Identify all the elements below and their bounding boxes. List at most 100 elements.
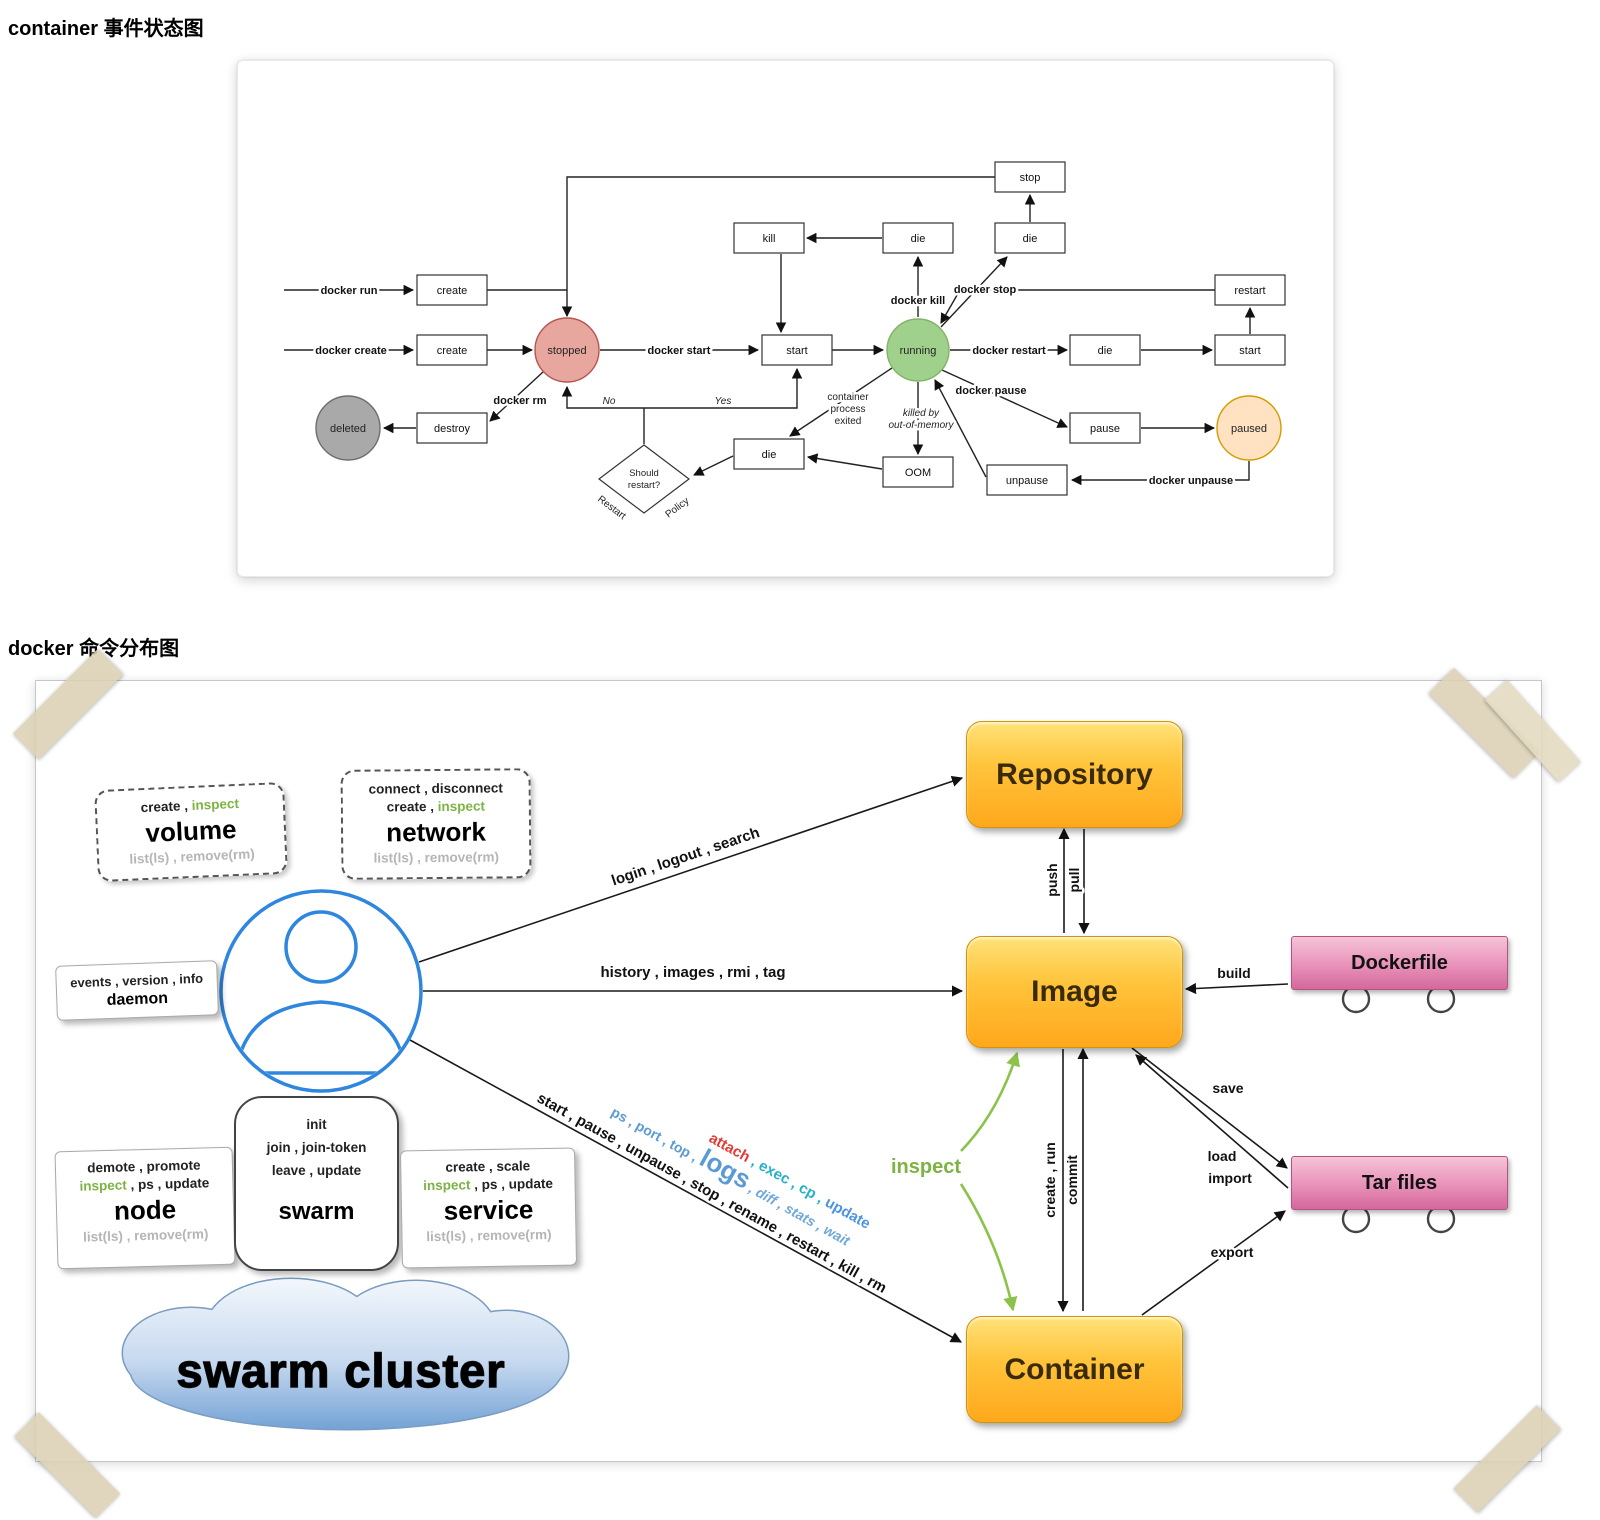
state-diagram-edges xyxy=(284,176,1256,486)
event-oom: OOM xyxy=(905,467,931,479)
node-command-group: demote , promote inspect , ps , update n… xyxy=(54,1146,236,1270)
event-boxes xyxy=(416,161,1286,514)
state-stopped xyxy=(534,317,600,383)
label-push: push xyxy=(1044,863,1060,896)
label-docker-rm: docker rm xyxy=(493,395,546,407)
label-load: load xyxy=(1208,1148,1237,1164)
event-destroy: destroy xyxy=(434,423,471,435)
daemon-command-group: events , version , info daemon xyxy=(55,960,219,1021)
network-ops-2: create , inspect xyxy=(386,798,486,815)
event-start: start xyxy=(786,345,807,357)
swarm-cluster-label: swarm cluster xyxy=(176,1344,505,1397)
label-image-commands: history , images , rmi , tag xyxy=(600,964,785,981)
label-save: save xyxy=(1212,1080,1243,1096)
label-commit: commit xyxy=(1064,1155,1080,1205)
label-docker-restart: docker restart xyxy=(972,345,1046,357)
label-docker-unpause: docker unpause xyxy=(1149,475,1233,487)
label-restart-policy-2: Policy xyxy=(664,496,692,521)
command-map-diagram: swarm cluster xyxy=(121,775,1456,1431)
event-create: create xyxy=(437,345,468,357)
label-import: import xyxy=(1208,1170,1252,1186)
network-command-group: connect , disconnect create , inspect ne… xyxy=(340,768,532,880)
network-ops-1: connect , disconnect xyxy=(368,780,503,797)
event-restart: restart xyxy=(1234,285,1265,297)
state-running xyxy=(886,318,950,382)
label-pull: pull xyxy=(1066,868,1082,893)
inspect-edges xyxy=(959,1051,1020,1312)
label-docker-kill: docker kill xyxy=(891,295,945,307)
swarm-ops-1: init xyxy=(306,1117,327,1132)
decision-line1: Should xyxy=(629,468,659,479)
label-container-info-commands: ps , port , top , logs , diff , stats , … xyxy=(607,1094,859,1252)
edge-labels: docker run docker create docker start do… xyxy=(313,282,1236,525)
repository-node: Repository xyxy=(966,721,1183,828)
label-oom-2: out-of-memory xyxy=(888,420,954,431)
container-node: Container xyxy=(966,1316,1183,1423)
swarm-name: swarm xyxy=(278,1197,355,1225)
swarm-ops-3: leave , update xyxy=(271,1162,362,1178)
image-node: Image xyxy=(966,936,1183,1048)
state-deleted-label: deleted xyxy=(330,423,366,435)
label-inspect: inspect xyxy=(891,1156,961,1178)
event-box-labels: stop kill die die create restart create … xyxy=(330,172,1267,491)
user-icon xyxy=(219,889,423,1093)
swarm-ops-2: join , join-token xyxy=(266,1139,367,1155)
network-name: network xyxy=(386,817,487,848)
decision-line2: restart? xyxy=(628,480,660,491)
service-command-group: create , scale inspect , ps , update ser… xyxy=(399,1147,578,1269)
event-stop: stop xyxy=(1020,172,1041,184)
label-process-exited-1: container xyxy=(827,392,869,403)
should-restart-diamond xyxy=(598,444,690,514)
label-restart-policy-1: Restart xyxy=(595,494,628,522)
event-die: die xyxy=(911,233,926,245)
state-diagram-title: container 事件状态图 xyxy=(8,18,204,40)
event-start: start xyxy=(1239,345,1260,357)
label-process-exited-2: process xyxy=(830,404,865,415)
dockerfile-node: Dockerfile xyxy=(1291,936,1508,990)
swarm-command-group: init join , join-token leave , update sw… xyxy=(234,1096,399,1271)
command-map-card: swarm cluster xyxy=(35,680,1542,1462)
label-build: build xyxy=(1217,965,1250,981)
label-oom-1: killed by xyxy=(903,408,940,419)
label-docker-pause: docker pause xyxy=(956,385,1027,397)
label-docker-stop: docker stop xyxy=(954,284,1017,296)
command-map-title: docker 命令分布图 xyxy=(8,638,180,660)
user-body xyxy=(234,1000,408,1075)
label-export: export xyxy=(1211,1244,1254,1260)
state-paused xyxy=(1216,395,1282,461)
label-yes: Yes xyxy=(715,396,732,407)
label-create-run: create , run xyxy=(1042,1142,1058,1217)
event-die: die xyxy=(762,449,777,461)
user-head xyxy=(284,910,358,984)
event-create: create xyxy=(437,285,468,297)
command-map-edges xyxy=(409,775,1289,1343)
event-die: die xyxy=(1098,345,1113,357)
state-circles xyxy=(315,317,1282,461)
label-docker-create: docker create xyxy=(315,345,387,357)
service-ops-bottom: list(ls) , remove(rm) xyxy=(426,1226,552,1245)
label-docker-start: docker start xyxy=(648,345,711,357)
node-name: node xyxy=(113,1194,177,1227)
label-docker-run: docker run xyxy=(321,285,378,297)
volume-command-group: create , inspect volume list(ls) , remov… xyxy=(94,781,288,883)
service-ops-2: inspect , ps , update xyxy=(423,1176,554,1194)
event-kill: kill xyxy=(763,233,776,245)
state-deleted xyxy=(315,395,381,461)
arrow-labels: login , logout , search history , images… xyxy=(532,822,1257,1300)
tar-files-node: Tar files xyxy=(1291,1156,1508,1210)
node-ops-bottom: list(ls) , remove(rm) xyxy=(82,1226,209,1245)
event-unpause: unpause xyxy=(1006,475,1048,487)
label-repository-commands: login , logout , search xyxy=(609,824,761,889)
label-container-mgmt-commands: start , pause , unpause , stop , rename … xyxy=(534,1090,889,1297)
state-stopped-label: stopped xyxy=(547,345,586,357)
label-no: No xyxy=(603,396,616,407)
state-diagram-card: stop kill die die create restart create … xyxy=(237,60,1334,577)
service-name: service xyxy=(443,1194,534,1227)
label-process-exited-3: exited xyxy=(835,416,862,427)
network-ops-bottom: list(ls) , remove(rm) xyxy=(373,849,499,866)
event-pause: pause xyxy=(1090,423,1120,435)
container-state-diagram: stop kill die die create restart create … xyxy=(284,161,1286,525)
swarm-cluster-cloud: swarm cluster xyxy=(121,1277,570,1431)
state-paused-label: paused xyxy=(1231,423,1267,435)
